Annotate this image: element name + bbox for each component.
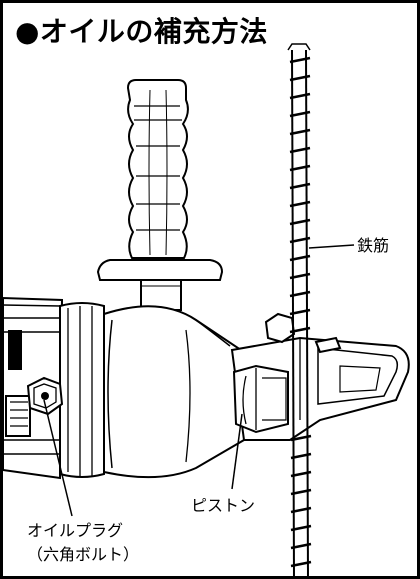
tool-body [2,296,410,480]
oil-plug-sublabel: （六角ボルト） [27,545,140,564]
piston-label: ピストン [191,496,256,515]
rebar [287,43,312,579]
side-handle [96,79,224,311]
page-title: ●オイルの補充方法 [15,15,268,48]
leader-lines [43,244,355,517]
rebar-label: 鉄筋 [357,236,390,255]
oil-plug-bolt [26,376,64,416]
oil-plug-label: オイルプラグ [27,521,124,540]
